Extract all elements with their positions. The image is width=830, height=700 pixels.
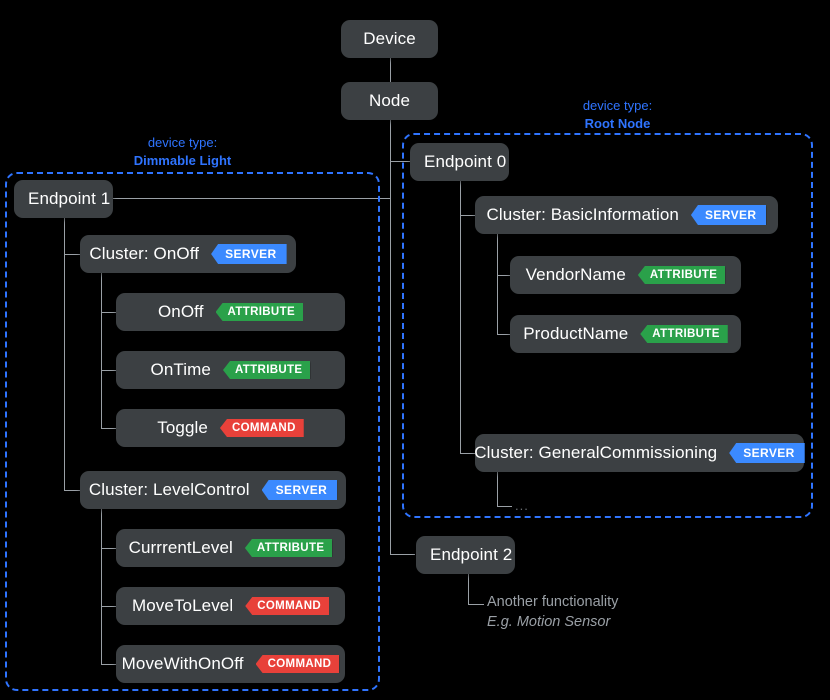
- region-caption-name: Dimmable Light: [133, 153, 232, 168]
- badge-attribute: ATTRIBUTE: [637, 266, 726, 284]
- badge-attribute: ATTRIBUTE: [215, 303, 303, 321]
- connector-node-endpoint1: [113, 198, 391, 199]
- badge-command: COMMAND: [219, 419, 304, 437]
- badge-attribute: ATTRIBUTE: [222, 361, 311, 379]
- attribute-currentlevel-box[interactable]: CurrrentLevel ATTRIBUTE: [116, 529, 345, 567]
- attribute-productname-label: ProductName: [523, 324, 629, 343]
- badge-attribute: ATTRIBUTE: [640, 325, 728, 343]
- attribute-vendorname-label: VendorName: [525, 265, 626, 284]
- connector-levelcontrol-movewithonoff: [101, 664, 116, 665]
- badge-server: SERVER: [211, 244, 287, 264]
- connector-endpoint0-basicinformation: [460, 215, 476, 216]
- attribute-ontime-box[interactable]: OnTime ATTRIBUTE: [116, 351, 345, 389]
- connector-basicinformation-productname: [497, 334, 512, 335]
- connector-endpoint1-levelcontrol: [64, 490, 80, 491]
- region-caption-prefix: device type:: [147, 135, 218, 150]
- endpoint-0-box[interactable]: Endpoint 0: [410, 143, 509, 181]
- attribute-onoff-box[interactable]: OnOff ATTRIBUTE: [116, 293, 345, 331]
- connector-endpoint2-trunk: [468, 573, 469, 604]
- attribute-ontime-label: OnTime: [150, 360, 211, 379]
- cluster-generalcommissioning-box[interactable]: Cluster: GeneralCommissioning SERVER: [474, 434, 805, 472]
- command-movetolevel-box[interactable]: MoveToLevel COMMAND: [116, 587, 345, 625]
- badge-server: SERVER: [729, 443, 805, 463]
- badge-attribute: ATTRIBUTE: [244, 539, 333, 557]
- generalcommissioning-more-ellipsis: ...: [515, 498, 529, 513]
- cluster-levelcontrol-box[interactable]: Cluster: LevelControl SERVER: [80, 471, 346, 509]
- command-movewithonoff-label: MoveWithOnOff: [121, 654, 244, 673]
- endpoint-0-label: Endpoint 0: [424, 152, 507, 171]
- connector-onoff-trunk: [101, 273, 102, 428]
- region-label-dimmable-light: device type: Dimmable Light: [105, 134, 260, 170]
- endpoint-1-label: Endpoint 1: [28, 189, 111, 208]
- connector-onoff-attr-onoff: [101, 312, 116, 313]
- connector-node-endpoint0: [390, 161, 410, 162]
- attribute-vendorname-box[interactable]: VendorName ATTRIBUTE: [510, 256, 741, 294]
- cluster-onoff-box[interactable]: Cluster: OnOff SERVER: [80, 235, 296, 273]
- endpoint-2-label: Endpoint 2: [430, 545, 513, 564]
- connector-generalcommissioning-trunk: [497, 472, 498, 506]
- device-label: Device: [363, 29, 416, 48]
- connector-basicinformation-vendorname: [497, 275, 512, 276]
- cluster-onoff-label: Cluster: OnOff: [89, 244, 200, 263]
- connector-device-node: [390, 58, 391, 82]
- connector-levelcontrol-currentlevel: [101, 548, 116, 549]
- connector-node-endpoint2: [390, 554, 415, 555]
- connector-levelcontrol-movetolevel: [101, 606, 116, 607]
- connector-endpoint1-onoff: [64, 254, 80, 255]
- connector-levelcontrol-trunk: [101, 509, 102, 664]
- attribute-currentlevel-label: CurrrentLevel: [128, 538, 233, 557]
- badge-server: SERVER: [261, 480, 338, 500]
- cluster-generalcommissioning-label: Cluster: GeneralCommissioning: [474, 443, 718, 462]
- node-node-box[interactable]: Node: [341, 82, 438, 120]
- endpoint-2-box[interactable]: Endpoint 2: [416, 536, 515, 574]
- cluster-levelcontrol-label: Cluster: LevelControl: [88, 480, 250, 499]
- endpoint-1-box[interactable]: Endpoint 1: [14, 180, 113, 218]
- connector-onoff-cmd-toggle: [101, 428, 116, 429]
- connector-basicinformation-trunk: [497, 234, 498, 334]
- region-caption-prefix: device type:: [582, 98, 653, 113]
- connector-endpoint0-trunk: [460, 180, 461, 453]
- device-node-box[interactable]: Device: [341, 20, 438, 58]
- command-toggle-label: Toggle: [157, 418, 208, 437]
- connector-endpoint1-trunk: [64, 217, 65, 490]
- connector-node-trunk: [390, 120, 391, 555]
- endpoint-2-annotation-line2: E.g. Motion Sensor: [487, 614, 611, 630]
- connector-onoff-attr-ontime: [101, 370, 116, 371]
- cluster-basicinformation-label: Cluster: BasicInformation: [486, 205, 679, 224]
- command-toggle-box[interactable]: Toggle COMMAND: [116, 409, 345, 447]
- region-label-root-node: device type: Root Node: [540, 97, 695, 133]
- command-movetolevel-label: MoveToLevel: [131, 596, 234, 615]
- cluster-basicinformation-box[interactable]: Cluster: BasicInformation SERVER: [475, 196, 778, 234]
- badge-command: COMMAND: [255, 655, 340, 673]
- connector-endpoint0-generalcommissioning: [460, 453, 476, 454]
- connector-generalcommissioning-more: [497, 506, 512, 507]
- command-movewithonoff-box[interactable]: MoveWithOnOff COMMAND: [116, 645, 345, 683]
- endpoint-2-annotation: Another functionality E.g. Motion Sensor: [487, 592, 618, 632]
- attribute-productname-box[interactable]: ProductName ATTRIBUTE: [510, 315, 741, 353]
- attribute-onoff-label: OnOff: [157, 302, 204, 321]
- badge-command: COMMAND: [245, 597, 330, 615]
- connector-endpoint2-annotation: [468, 604, 484, 605]
- region-caption-name: Root Node: [584, 116, 651, 131]
- badge-server: SERVER: [690, 205, 767, 225]
- endpoint-2-annotation-line1: Another functionality: [487, 594, 619, 610]
- node-label: Node: [368, 91, 411, 110]
